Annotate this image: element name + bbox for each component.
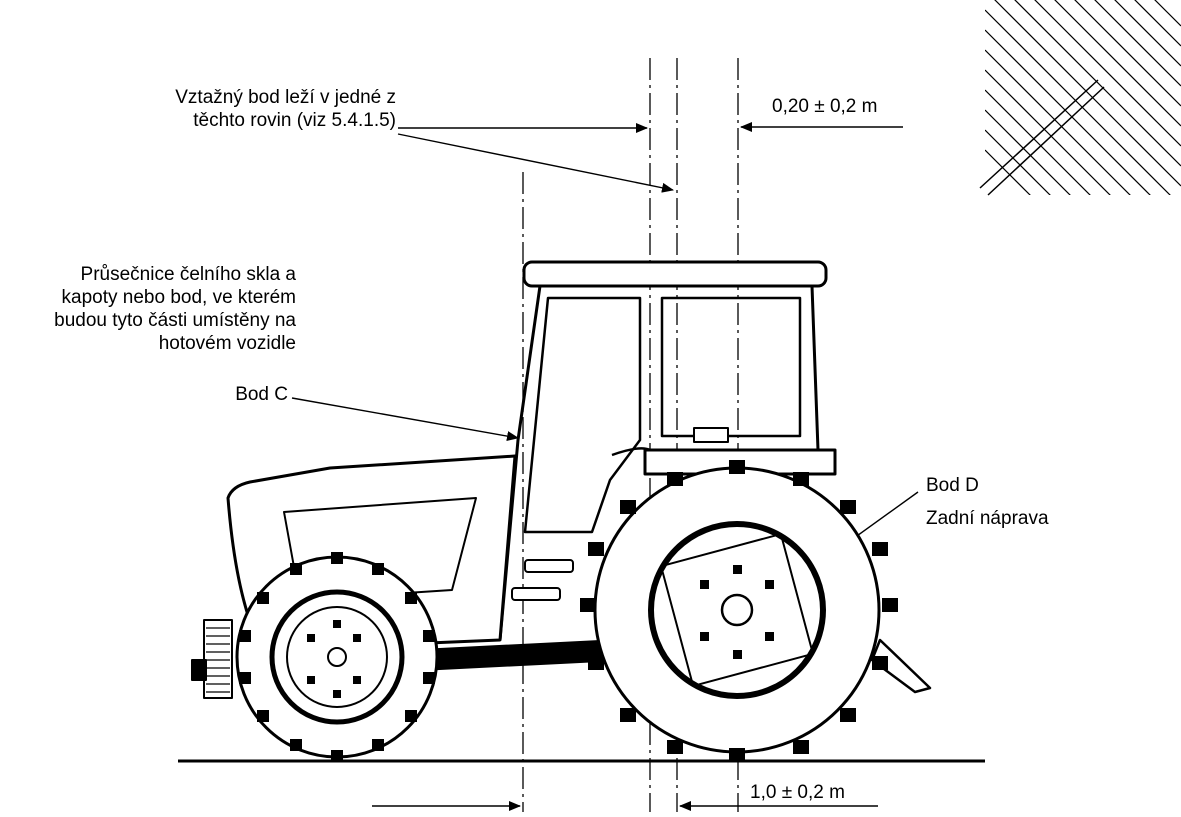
offset-bottom-label: 1,0 ± 0,2 m [750, 782, 845, 803]
cab-roof [522, 260, 828, 288]
front-grille [203, 619, 233, 699]
rear-wheel [580, 460, 898, 762]
point-d-label: Bod D [926, 475, 979, 496]
front-wheel [235, 552, 439, 762]
cab-window-rear [660, 296, 802, 438]
rear-axle-label: Zadní náprava [926, 508, 1049, 529]
windscreen-line-1: Průsečnice čelního skla a [80, 264, 296, 285]
reference-point-label: Vztažný bod leží v jedné z těchto rovin … [120, 86, 396, 132]
hatched-ground-inset [985, 0, 1181, 195]
windscreen-line-4: hotovém vozidle [158, 333, 296, 354]
windscreen-line-label: Průsečnice čelního skla a kapoty nebo bo… [0, 263, 296, 355]
point-c-label: Bod C [235, 384, 288, 405]
cab-window-front [523, 296, 642, 534]
reference-point-line-1: Vztažný bod leží v jedné z [175, 87, 396, 108]
offset-top-label: 0,20 ± 0,2 m [772, 96, 878, 117]
reference-point-line-2: těchto rovin (viz 5.4.1.5) [193, 110, 396, 131]
windscreen-line-2: kapoty nebo bod, ve kterém [61, 287, 296, 308]
windscreen-line-3: budou tyto části umístěny na [54, 310, 296, 331]
tractor [191, 260, 932, 762]
inset-diagonal [979, 79, 1105, 196]
